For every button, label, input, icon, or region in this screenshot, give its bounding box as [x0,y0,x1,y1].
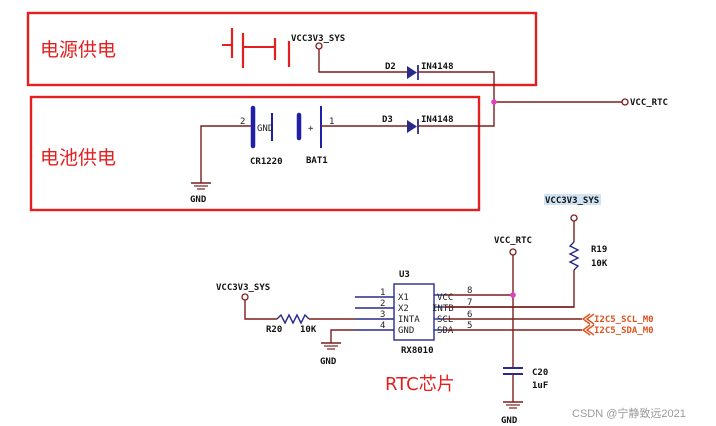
battery-neg-label: GND [257,124,273,134]
d2-value: IN4148 [421,62,454,72]
vcc-rtc-out-terminal [621,98,629,106]
u3-left-pin-1-number: 1 [380,288,385,298]
gnd-chip-symbol [321,342,341,350]
vcc-rtc-in-terminal [509,248,517,256]
power-supply-section-box [26,11,538,87]
u3-right-pin-5-name: SDA [437,326,454,336]
d3-ref: D3 [382,115,393,125]
vcc3v3-sys-left-terminal [241,293,249,301]
i2c-scl-label: I2C5_SCL_M0 [594,315,654,325]
battery-bat1 [250,105,322,149]
wire-pin4-gnd [330,329,355,343]
c20-ref: C20 [532,368,548,378]
vcc-rtc-junction [491,99,497,105]
u3-right-pin-5: 5 SDA [434,321,472,336]
gnd-cap-symbol [503,401,523,409]
vcc3v3-sys-right-terminal [570,214,578,222]
u3-right-pin-7-name: INTB [432,304,454,314]
u3-left-pin-3-name: INTA [398,315,420,325]
vcc-pin8-junction [510,292,516,298]
battery-pos-label: + [308,124,314,134]
u3-right-pin-6: 6 SCL [434,310,472,325]
u3-left-pin-3: 3 INTA [355,310,420,325]
u3-chip-body [393,283,435,341]
u3-right-pin-5-number: 5 [467,321,472,331]
wire-d2-to-junction [418,71,495,102]
battery-supply-section-label: 电池供电 [40,147,116,169]
u3-left-pin-3-number: 3 [380,310,385,320]
wire-d3-to-junction [418,102,495,127]
vcc3v3-sys-source-symbol [222,28,291,68]
u3-right-pin-6-number: 6 [467,310,472,320]
u3-right-pin-7-number: 7 [467,298,472,308]
battery-supply-section-box [29,95,481,212]
battery-value-label: CR1220 [250,157,283,167]
resistor-r20 [276,313,310,325]
u3-left-pin-2: 2 X2 [355,299,409,314]
gnd-battery-symbol [191,180,211,190]
power-supply-section-label: 电源供电 [40,39,116,61]
d2-ref: D2 [385,62,396,72]
vcc3v3-sys-right-label: VCC3V3_SYS [545,196,599,206]
c20-value: 1uF [532,381,548,391]
watermark: CSDN @宁静致远2021 [572,406,686,420]
gnd-chip-label: GND [320,357,337,367]
diode-d3 [407,119,419,134]
u3-right-pin-6-name: SCL [437,315,453,325]
u3-right-pin-8-name: VCC [437,293,453,303]
wire-gnd-to-battery [200,125,253,180]
gnd-battery-label: GND [190,195,207,205]
vcc3v3-sys-top-label: VCC3V3_SYS [291,34,345,44]
u3-left-pin-4-name: GND [398,326,414,336]
diode-d2 [407,65,419,80]
r20-value: 10K [300,325,317,335]
u3-ref: U3 [399,270,410,280]
u3-part: RX8010 [401,346,434,356]
capacitor-c20 [503,367,523,375]
u3-left-pin-1-name: X1 [398,293,409,303]
vcc-rtc-in-label: VCC_RTC [494,236,532,246]
i2c-sda-port-arrow [581,324,595,336]
r19-ref: R19 [591,245,607,255]
gnd-cap-label: GND [501,416,518,426]
vcc3v3-sys-right-highlight [544,194,601,205]
vcc3v3-sys-left-label: VCC3V3_SYS [216,283,270,293]
d3-value: IN4148 [421,115,454,125]
u3-right-pin-8-number: 8 [467,286,472,296]
resistor-r19 [568,241,580,271]
u3-left-pin-4-number: 4 [380,321,385,331]
u3-right-pin-7: 7 INTB [432,298,472,314]
vcc-rtc-out-label: VCC_RTC [630,98,668,108]
u3-left-pin-1: 1 X1 [355,288,409,303]
battery-ref-label: BAT1 [306,156,328,166]
u3-right-pin-8: 8 VCC [434,286,472,303]
wire-r19-to-intb [445,270,575,308]
i2c-sda-label: I2C5_SDA_M0 [594,326,654,336]
u3-left-pin-2-number: 2 [380,299,385,309]
battery-pin1-label: 1 [329,117,334,127]
u3-left-pin-4: 4 GND [355,321,414,336]
wire-vcc3v3-to-r20 [244,300,277,320]
r20-ref: R20 [266,325,282,335]
i2c-scl-port-arrow [581,313,595,325]
u3-left-pin-2-name: X2 [398,304,409,314]
wire-vcc-to-d2 [318,49,407,73]
r19-value: 10K [591,259,608,269]
rtc-chip-section-label: RTC芯片 [385,374,455,395]
battery-pin2-label: 2 [240,117,245,127]
